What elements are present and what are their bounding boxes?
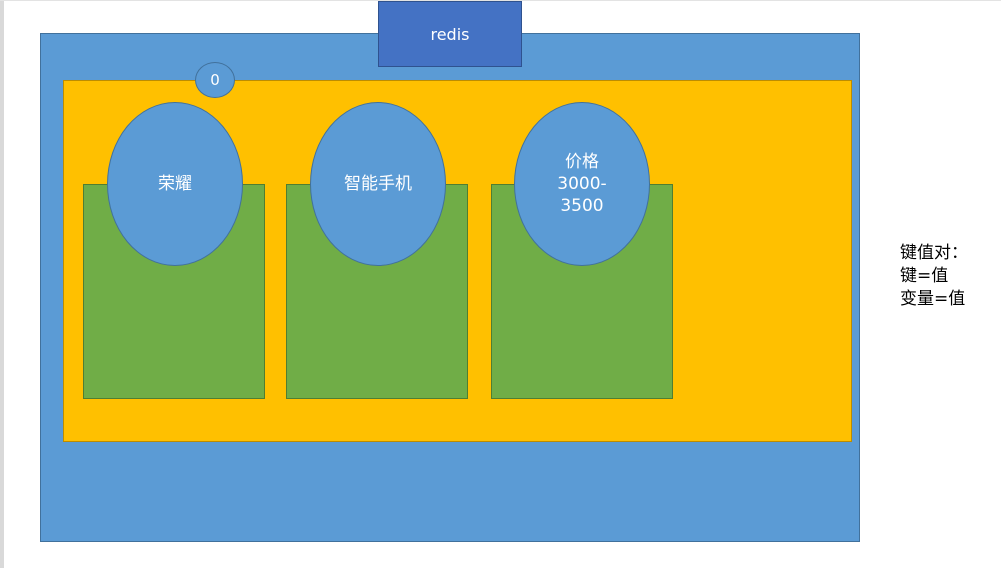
redis-title-label: redis — [430, 24, 470, 44]
database-index-label: 0 — [210, 71, 220, 89]
key-label: 智能手机 — [344, 174, 412, 194]
key-ellipse-1: 荣耀 — [107, 102, 243, 266]
note-line-2: 键=值 — [900, 266, 949, 286]
redis-title-box: redis — [378, 1, 522, 67]
key-label-line-2: 3000- — [557, 174, 607, 194]
note-line-1: 键值对： — [900, 243, 968, 263]
left-border-line — [0, 0, 4, 568]
key-label: 荣耀 — [158, 174, 192, 194]
key-ellipse-2: 智能手机 — [310, 102, 446, 266]
key-label-line-3: 3500 — [560, 196, 604, 216]
key-ellipse-3: 价格 3000- 3500 — [514, 102, 650, 266]
key-value-note: 键值对： 键=值 变量=值 — [900, 242, 968, 311]
note-line-3: 变量=值 — [900, 289, 966, 309]
key-label-line-1: 价格 — [565, 152, 599, 172]
database-index-badge: 0 — [195, 62, 235, 98]
top-border-line — [0, 0, 1001, 1]
